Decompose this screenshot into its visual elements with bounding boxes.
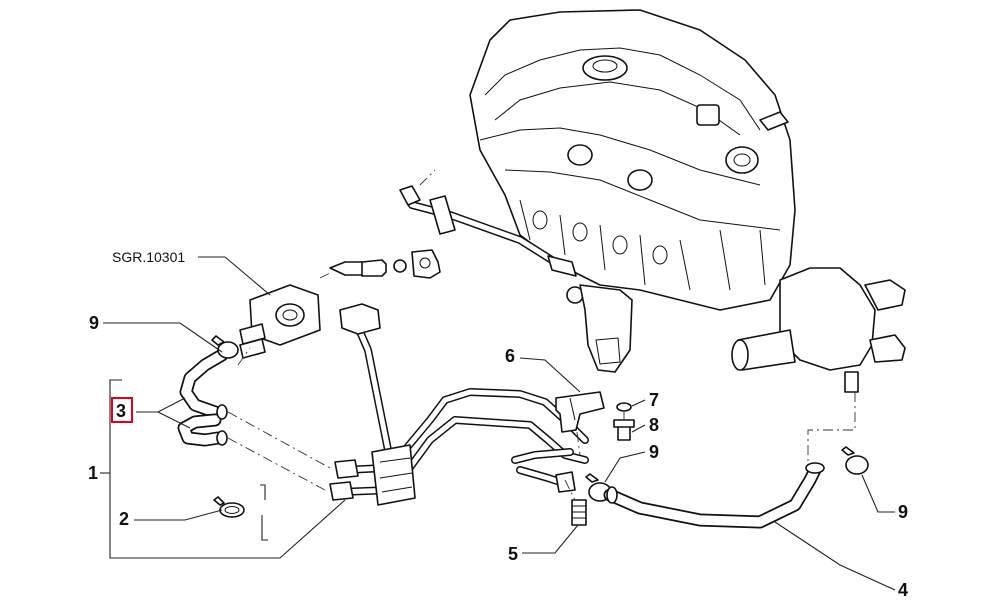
- callout-3-highlight-box: [111, 397, 133, 423]
- clamp-9-upper-left: [211, 335, 239, 359]
- temperature-sensor-fitting: [329, 249, 441, 279]
- coolant-rail-pipe: [399, 185, 633, 373]
- engine-cylinder-head: [469, 9, 796, 311]
- callout-3: 3: [116, 401, 126, 421]
- metal-pipe-assembly: [329, 303, 589, 506]
- thermostat-housing: [731, 267, 906, 393]
- hose-3: [177, 348, 229, 447]
- assembly-dash-lines: [227, 169, 856, 501]
- oil-cooler: [239, 284, 321, 359]
- clamp-9-right: [841, 446, 869, 475]
- callout-labels: SGR.10301 9 3 1 2 6 7 8 9 5 9 4: [88, 249, 908, 600]
- bracket-6: [555, 391, 605, 433]
- callout-1: 1: [88, 463, 98, 483]
- bolt-5: [571, 499, 587, 526]
- hose-4: [603, 462, 825, 529]
- callout-6: 6: [505, 346, 515, 366]
- reference-label-sgr: SGR.10301: [112, 249, 185, 265]
- callout-7: 7: [649, 390, 659, 410]
- callout-5: 5: [508, 544, 518, 564]
- callout-2: 2: [119, 509, 129, 529]
- callout-4: 4: [898, 580, 908, 600]
- clamp-2: [213, 496, 245, 518]
- callout-9-middle: 9: [649, 442, 659, 462]
- bolt-8: [613, 419, 635, 441]
- callout-9-right: 9: [898, 502, 908, 522]
- callout-9-upper-left: 9: [89, 313, 99, 333]
- callout-8: 8: [649, 415, 659, 435]
- washer-7: [616, 402, 632, 412]
- leader-lines: [100, 256, 896, 591]
